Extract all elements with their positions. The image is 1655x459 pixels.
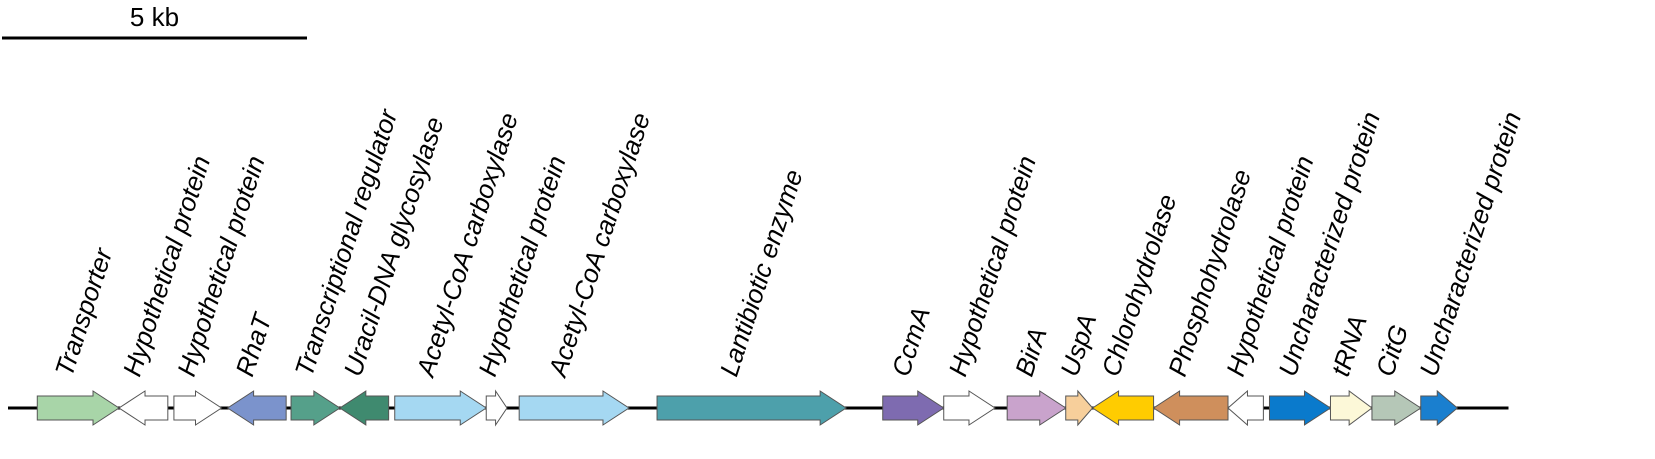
- gene-arrow: [518, 390, 630, 426]
- gene-arrow: [1268, 390, 1332, 426]
- scale-bar: 5 kb: [2, 2, 307, 40]
- gene-arrow: [943, 390, 996, 426]
- gene-label: Acetyl-CoA carboxylase: [542, 109, 656, 382]
- gene-arrow: [1329, 390, 1373, 426]
- gene-label: Transporter: [49, 243, 119, 380]
- gene-arrow: [1091, 390, 1155, 426]
- gene-label: BirA: [1009, 324, 1053, 380]
- scale-bar-label: 5 kb: [130, 2, 179, 32]
- gene-arrow: [485, 389, 508, 427]
- gene-label: CcmA: [886, 303, 936, 380]
- gene-arrow: [1227, 389, 1264, 427]
- gene-arrow: [656, 390, 848, 426]
- gene-label: RhaT: [229, 308, 278, 380]
- gene-arrow: [1420, 389, 1459, 427]
- gene-arrows: [36, 389, 1459, 427]
- gene-arrow: [338, 390, 390, 426]
- gene-label: Uncharacterized protein: [1413, 108, 1527, 380]
- gene-arrow: [1006, 390, 1067, 426]
- gene-arrow: [226, 390, 287, 426]
- gene-arrow: [118, 390, 169, 426]
- gene-label: CitG: [1370, 321, 1415, 380]
- gene-arrow: [1371, 390, 1422, 426]
- gene-arrow: [1065, 389, 1094, 427]
- gene-label: tRNA: [1325, 311, 1373, 379]
- gene-arrow: [882, 390, 945, 426]
- gene-arrow: [290, 390, 341, 426]
- gene-arrow: [173, 390, 223, 426]
- gene-label: Lantibiotic enzyme: [714, 166, 809, 380]
- gene-arrow: [1152, 390, 1229, 426]
- gene-arrow: [36, 390, 120, 426]
- gene-arrow: [394, 390, 488, 426]
